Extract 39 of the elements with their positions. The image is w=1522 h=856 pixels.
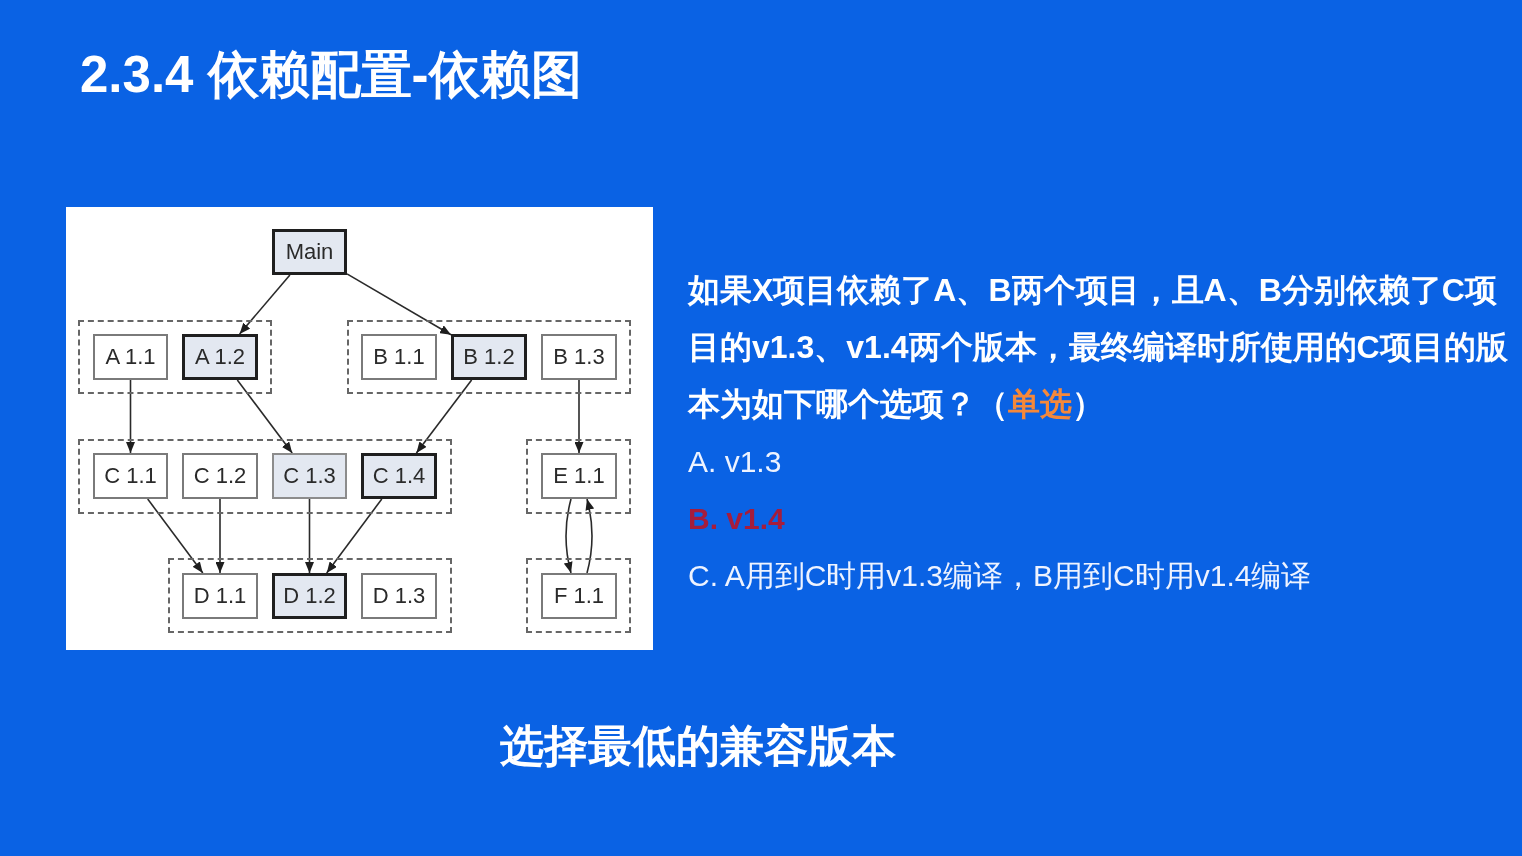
arrow xyxy=(238,274,291,335)
arrow xyxy=(564,498,573,574)
dashed-group-box xyxy=(526,558,631,633)
dashed-group-box xyxy=(168,558,452,633)
arrow xyxy=(574,379,584,454)
arrow xyxy=(126,379,135,454)
dashed-group-box xyxy=(78,320,272,394)
module-box: D 1.3 xyxy=(361,573,437,619)
module-box: C 1.1 xyxy=(93,453,168,499)
module-box: E 1.1 xyxy=(541,453,617,499)
module-box: B 1.1 xyxy=(361,334,437,380)
arrow xyxy=(415,379,473,454)
question-text: 如果X项目依赖了A、B两个项目，且A、B分别依赖了C项目的v1.3、v1.4两个版本，最终编译时所使用的C项目的版本为如下哪个选项？（单选） xyxy=(688,271,1509,424)
module-box: B 1.2 xyxy=(451,334,527,380)
module-box: D 1.2 xyxy=(272,573,347,619)
arrow xyxy=(215,498,225,574)
dashed-group-box xyxy=(526,439,631,514)
module-box: D 1.1 xyxy=(182,573,258,619)
arrow xyxy=(146,498,204,574)
arrow xyxy=(346,273,452,336)
arrow xyxy=(305,498,314,574)
module-box: A 1.2 xyxy=(182,334,258,380)
module-box: Main xyxy=(272,229,347,275)
module-box: C 1.3 xyxy=(272,453,347,499)
answer-option: B. v1.4 xyxy=(688,490,785,547)
arrow xyxy=(236,379,293,454)
answer-option: A. v1.3 xyxy=(688,433,782,490)
slide-caption: 选择最低的兼容版本 xyxy=(500,720,896,772)
dashed-group-box xyxy=(347,320,631,394)
module-box: A 1.1 xyxy=(93,334,168,380)
module-box: C 1.4 xyxy=(361,453,437,499)
slide-title: 2.3.4 依赖配置-依赖图 xyxy=(80,45,582,105)
module-box: F 1.1 xyxy=(541,573,617,619)
answer-option: C. A用到C时用v1.3编译，B用到C时用v1.4编译 xyxy=(688,547,1312,604)
module-box: C 1.2 xyxy=(182,453,258,499)
arrow xyxy=(325,498,383,574)
arrow xyxy=(585,498,594,574)
dashed-group-box xyxy=(78,439,452,514)
module-box: B 1.3 xyxy=(541,334,617,380)
